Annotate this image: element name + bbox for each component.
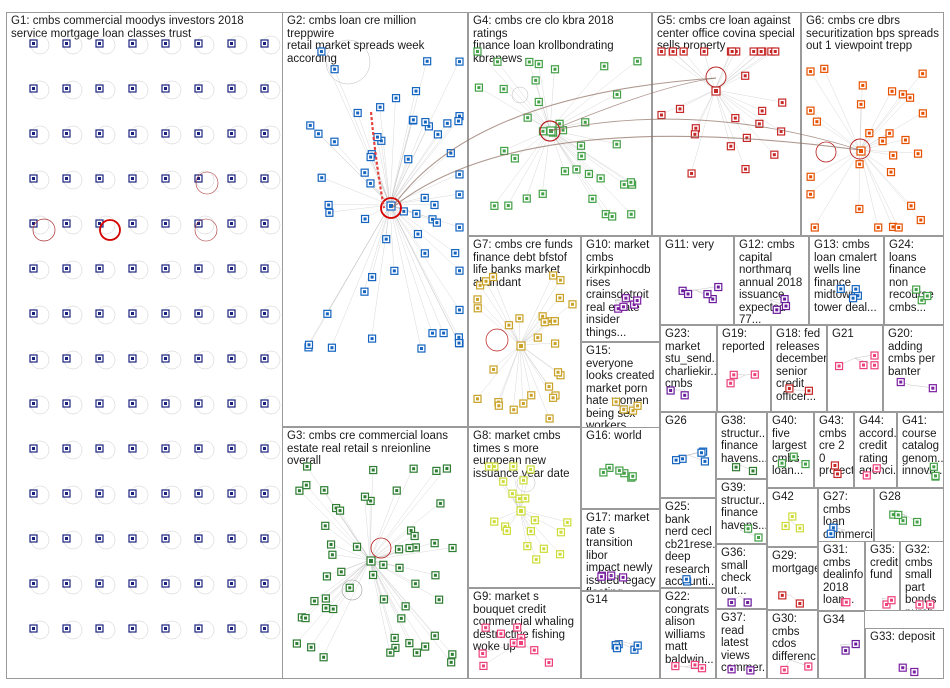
group-label-g5: G5: cmbs cre loan against center office … <box>657 15 795 52</box>
group-label-g40: G40: five largest cmbs loan... <box>772 415 807 477</box>
group-panel-g3: G3: cmbs cre commercial loans estate rea… <box>282 427 468 679</box>
group-panel-g5: G5: cmbs cre loan against center office … <box>652 12 801 236</box>
group-panel-g1: G1: cmbs commercial moodys investors 201… <box>6 12 284 679</box>
group-label-g16: G16: world <box>586 430 642 442</box>
group-label-g29: G29: mortgage <box>772 550 818 575</box>
group-panel-g10: G10: market cmbs kirkpinhocdb rises crai… <box>581 236 660 342</box>
group-label-g30: G30: cmbs cdos differenc... <box>772 613 817 663</box>
group-label-g35: G35: credit fund <box>870 544 899 581</box>
group-label-g18: G18: fed releases december senior credit… <box>776 328 827 403</box>
group-label-g39: G39: structur... finance havens... <box>721 482 767 532</box>
group-panel-g9: G9: market s bouquet credit commercial w… <box>468 588 581 679</box>
group-panel-g14: G14 <box>581 591 660 679</box>
group-label-g1: G1: cmbs commercial moodys investors 201… <box>11 15 244 40</box>
group-panel-g6: G6: cmbs cre dbrs securitization bps spr… <box>801 12 944 236</box>
group-panel-g16: G16: world <box>581 427 660 509</box>
group-label-g21: G21 <box>832 328 854 340</box>
group-label-g25: G25: bank nerd cecl cb21rese... deep res… <box>665 501 716 588</box>
group-label-g42: G42 <box>772 491 794 503</box>
group-panel-g24: G24: loans finance non recourse cmbs... <box>884 236 944 325</box>
group-label-g38: G38: structur... finance havens... <box>721 415 767 465</box>
group-label-g44: G44: accord... credit rating agenci... <box>859 415 897 477</box>
group-panel-g28: G28 <box>874 488 944 545</box>
group-label-g8: G8: market cmbs times s more european ne… <box>473 430 570 480</box>
group-panel-g37: G37: read latest views commer... <box>716 609 767 679</box>
group-panel-g11: G11: very <box>660 236 734 325</box>
group-label-g31: G31: cmbs dealinfo 2018 loan... <box>823 544 864 606</box>
group-panel-g23: G23: market stu_send... charliekir... cm… <box>660 325 717 412</box>
group-panel-g29: G29: mortgage <box>767 547 818 610</box>
group-label-g43: G43: cmbs cre 2 0 protect <box>819 415 854 477</box>
group-label-g36: G36: small check out... <box>721 547 752 597</box>
group-panel-g35: G35: credit fund <box>865 541 900 611</box>
group-label-g9: G9: market s bouquet credit commercial w… <box>473 591 574 653</box>
group-label-g17: G17: market rate s transition libor impa… <box>586 512 656 590</box>
group-panel-g33: G33: deposit <box>865 628 944 679</box>
group-panel-g7: G7: cmbs cre funds finance debt bfstof l… <box>468 236 581 427</box>
group-panel-g21: G21 <box>827 325 883 412</box>
group-panel-g4: G4: cmbs cre clo kbra 2018 ratings finan… <box>468 12 652 236</box>
group-panel-g19: G19: reported <box>717 325 771 412</box>
group-panel-g31: G31: cmbs dealinfo 2018 loan... <box>818 541 865 611</box>
group-panel-g2: G2: cmbs loan cre million treppwire reta… <box>282 12 468 427</box>
group-label-g13: G13: cmbs loan cmalert wells line financ… <box>814 239 877 314</box>
group-label-g3: G3: cmbs cre commercial loans estate rea… <box>287 430 449 467</box>
group-label-g2: G2: cmbs loan cre million treppwire reta… <box>287 15 425 65</box>
group-panel-g18: G18: fed releases december senior credit… <box>771 325 827 412</box>
group-label-g19: G19: reported <box>722 328 765 353</box>
group-label-g11: G11: very <box>665 239 714 251</box>
group-panel-g36: G36: small check out... <box>716 544 767 609</box>
group-panel-g32: G32: cmbs small part bonds purch... <box>900 541 944 611</box>
group-panel-g13: G13: cmbs loan cmalert wells line financ… <box>809 236 884 325</box>
group-panel-g8: G8: market cmbs times s more european ne… <box>468 427 581 588</box>
group-panel-g20: G20: adding cmbs per banter <box>883 325 944 412</box>
group-panel-g15: G15: everyone looks created market porn … <box>581 342 660 428</box>
group-label-g23: G23: market stu_send... charliekir... cm… <box>665 328 717 390</box>
group-panel-g41: G41: course catalog genom... innova... <box>897 412 944 488</box>
group-panel-g39: G39: structur... finance havens... <box>716 479 767 544</box>
group-panel-g22: G22: congrats alison williams matt baldw… <box>660 588 716 679</box>
group-panel-g12: G12: cmbs capital northmarq annual 2018 … <box>734 236 809 325</box>
group-label-g37: G37: read latest views commer... <box>721 612 767 674</box>
group-panel-g43: G43: cmbs cre 2 0 protect <box>814 412 854 488</box>
group-label-g7: G7: cmbs cre funds finance debt bfstof l… <box>473 239 573 289</box>
group-label-g15: G15: everyone looks created market porn … <box>586 345 655 428</box>
group-label-g4: G4: cmbs cre clo kbra 2018 ratings finan… <box>473 15 614 65</box>
group-label-g20: G20: adding cmbs per banter <box>888 328 936 378</box>
group-label-g22: G22: congrats alison williams matt baldw… <box>665 591 714 666</box>
group-panel-g34: G34 <box>818 611 865 679</box>
group-label-g34: G34 <box>823 614 845 626</box>
group-label-g41: G41: course catalog genom... innova... <box>902 415 944 477</box>
group-label-g33: G33: deposit <box>870 631 936 643</box>
group-label-g32: G32: cmbs small part bonds purch... <box>905 544 943 610</box>
group-panel-g26: G26 <box>660 412 716 498</box>
group-panel-g40: G40: five largest cmbs loan... <box>767 412 814 488</box>
group-label-g12: G12: cmbs capital northmarq annual 2018 … <box>739 239 803 325</box>
group-panel-g44: G44: accord... credit rating agenci... <box>854 412 897 488</box>
group-label-g26: G26 <box>665 415 687 427</box>
group-panel-g25: G25: bank nerd cecl cb21rese... deep res… <box>660 498 716 588</box>
group-panel-g27: G27: cmbs loan commercial observer... <box>818 488 874 545</box>
group-panel-g30: G30: cmbs cdos differenc... <box>767 610 818 679</box>
group-label-g27: G27: cmbs loan commercial observer... <box>823 491 873 544</box>
group-label-g28: G28 <box>879 491 901 503</box>
group-panel-g38: G38: structur... finance havens... <box>716 412 767 479</box>
group-label-g14: G14 <box>586 594 608 606</box>
group-panel-g17: G17: market rate s transition libor impa… <box>581 509 660 591</box>
group-label-g6: G6: cmbs cre dbrs securitization bps spr… <box>806 15 939 52</box>
group-panel-g42: G42 <box>767 488 818 547</box>
group-label-g24: G24: loans finance non recourse cmbs... <box>889 239 934 314</box>
group-label-g10: G10: market cmbs kirkpinhocdb rises crai… <box>586 239 651 339</box>
